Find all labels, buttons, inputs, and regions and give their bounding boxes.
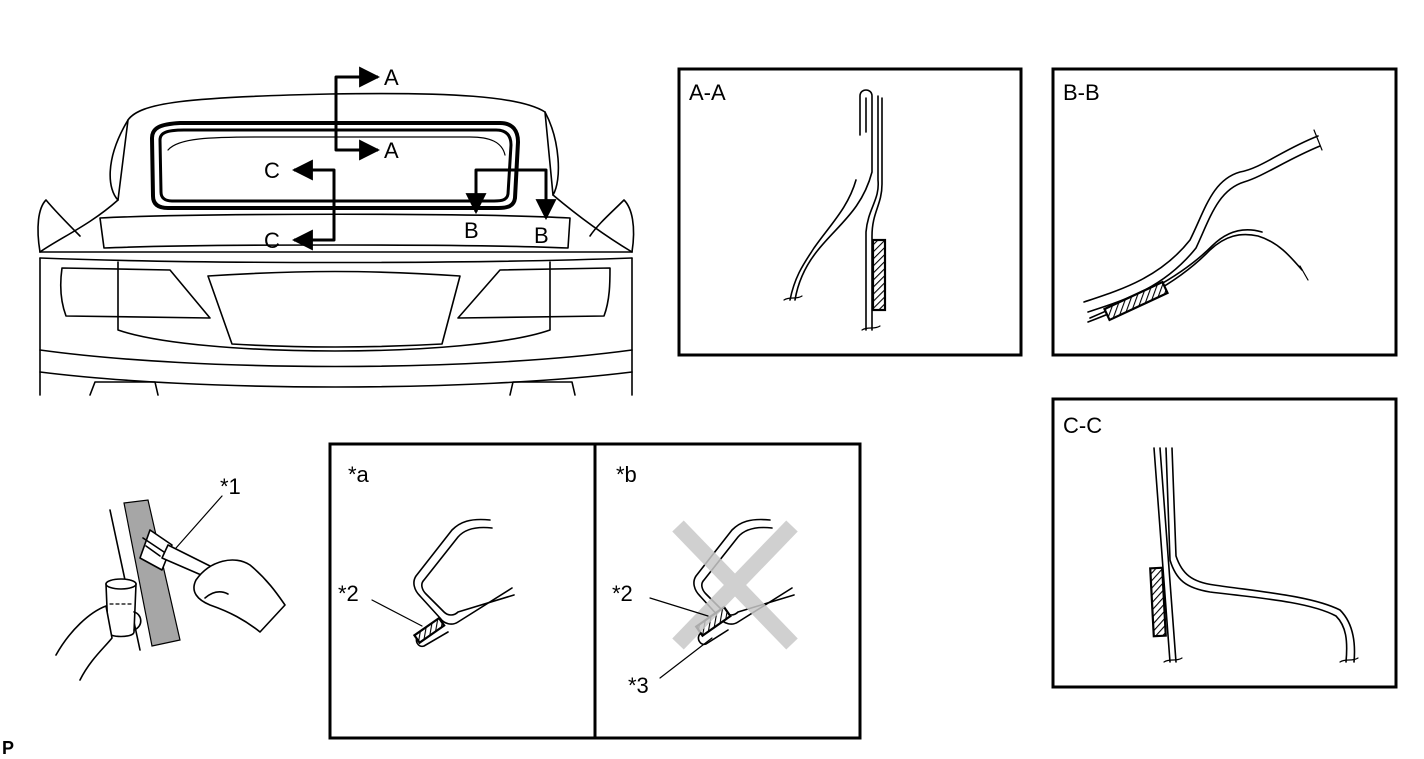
section-aa-title: A-A xyxy=(689,80,726,105)
section-bb-title: B-B xyxy=(1063,80,1100,105)
panel-b-incorrect: *b *2 *3 xyxy=(612,462,798,698)
section-b-left-label: B xyxy=(464,218,479,243)
section-b-right-label: B xyxy=(534,223,549,248)
paint-strip xyxy=(123,499,181,647)
section-cc-title: C-C xyxy=(1063,413,1102,438)
car-rear-view: A A C C B B xyxy=(37,65,635,396)
incorrect-cross-mark xyxy=(672,520,798,650)
section-cc-panel: C-C xyxy=(1051,397,1398,689)
section-bb-panel: B-B xyxy=(1051,67,1398,357)
brush-callout-1: *1 xyxy=(220,474,241,499)
panel-b-callout-2: *2 xyxy=(612,581,633,606)
panel-a-title: *a xyxy=(348,462,370,487)
corner-mark: P xyxy=(2,738,14,758)
panel-b-callout-3: *3 xyxy=(628,673,649,698)
section-a-bottom-label: A xyxy=(384,138,399,163)
section-c-top-label: C xyxy=(264,158,280,183)
section-aa-panel: A-A xyxy=(677,67,1023,357)
panel-a-callout-2: *2 xyxy=(338,581,359,606)
panel-b-title: *b xyxy=(616,462,637,487)
section-a-top-label: A xyxy=(384,65,399,90)
section-c-bottom-label: C xyxy=(264,228,280,253)
comparison-panels: *a *2 *b *2 *3 xyxy=(328,442,862,740)
panel-a-correct: *a *2 xyxy=(338,462,515,648)
primer-brush-view: *1 xyxy=(55,474,286,681)
